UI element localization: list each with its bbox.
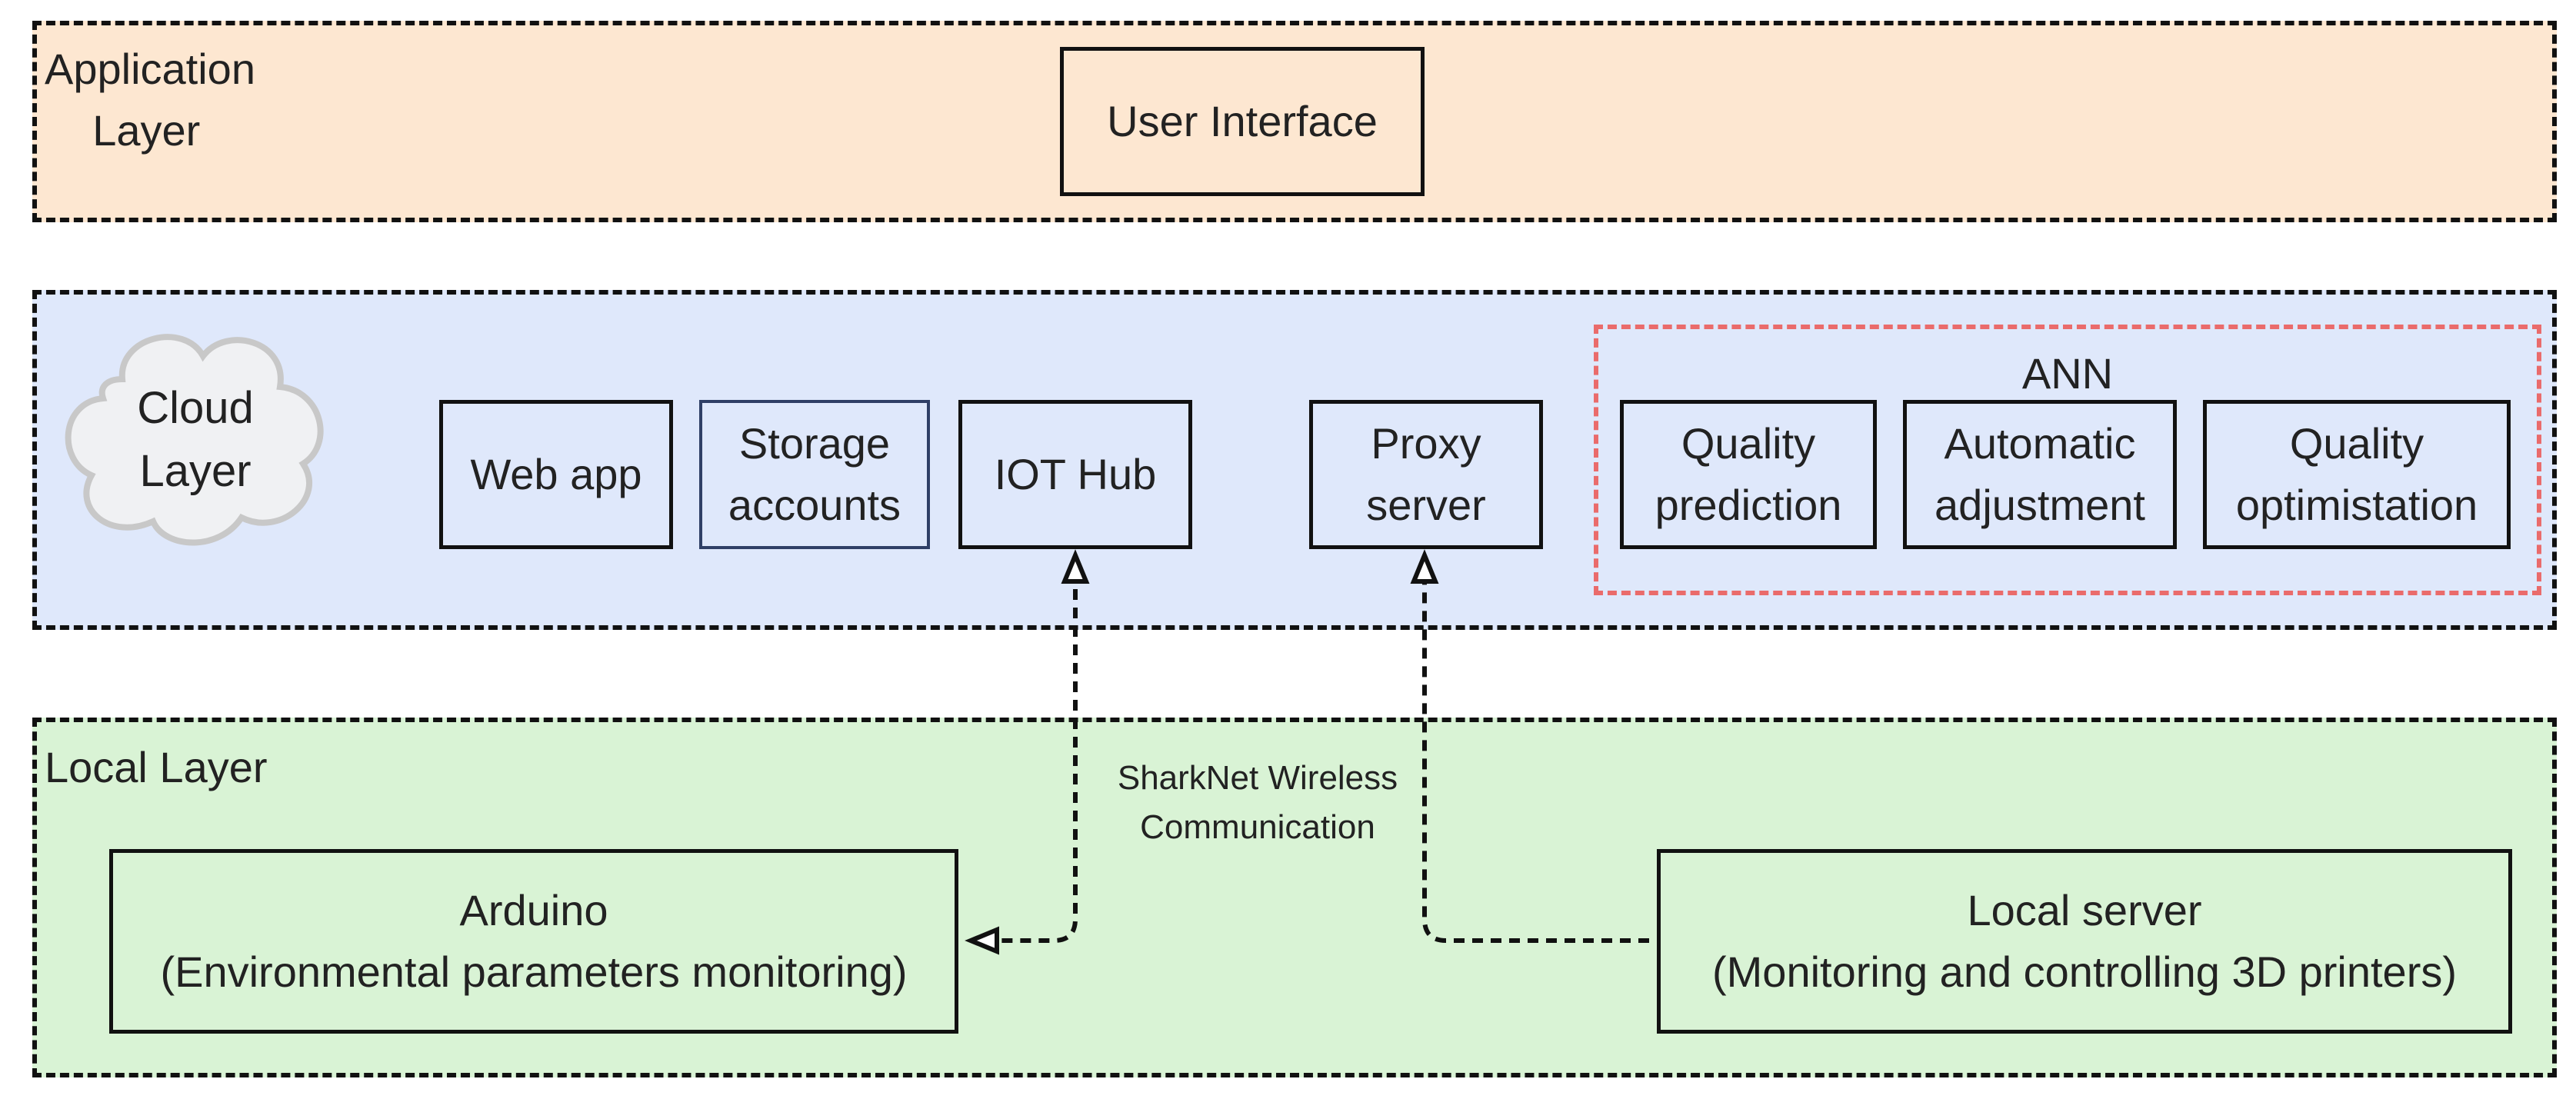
quality-prediction-box: Quality prediction — [1620, 400, 1877, 549]
application-layer-label: Application Layer — [45, 45, 255, 155]
application-layer — [32, 21, 2557, 222]
iot-hub-box: IOT Hub — [958, 400, 1192, 549]
ann-group — [1594, 325, 2541, 595]
cloud-layer-label: Cloud Layer — [137, 383, 254, 496]
cloud-layer — [32, 290, 2557, 630]
cloud-icon — [65, 334, 324, 546]
storage-accounts-box: Storage accounts — [699, 400, 930, 549]
ann-label: ANN — [2021, 349, 2114, 398]
quality-optimisation-box: Quality optimistation — [2203, 400, 2511, 549]
local-server-box: Local server (Monitoring and controlling… — [1657, 849, 2512, 1034]
automatic-adjustment-box: Automatic adjustment — [1903, 400, 2177, 549]
proxy-server-box: Proxy server — [1309, 400, 1543, 549]
local-layer — [32, 718, 2557, 1077]
wireless-communication-label: SharkNet Wireless Communication — [1117, 759, 1398, 846]
web-app-box: Web app — [439, 400, 673, 549]
arduino-box: Arduino (Environmental parameters monito… — [109, 849, 958, 1034]
user-interface-box: User Interface — [1060, 47, 1425, 196]
local-layer-label: Local Layer — [45, 743, 268, 791]
